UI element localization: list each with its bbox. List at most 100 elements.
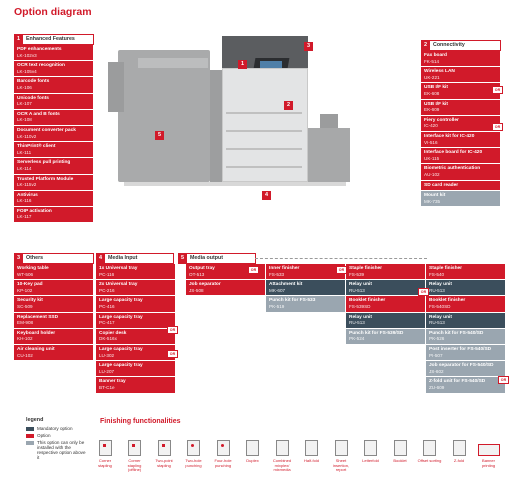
- option-name: Replacement SSD: [17, 314, 59, 320]
- finishing-label: Two-hole punching: [185, 458, 202, 468]
- option-code: FS-540: [429, 271, 445, 277]
- option-code: LK-116: [17, 198, 32, 204]
- option-code: FK-514: [424, 58, 440, 64]
- finishing-item: Two-hole punching: [181, 440, 207, 468]
- option-name: ThinPrint® client: [17, 144, 56, 150]
- option-name: Relay unit: [429, 282, 452, 288]
- option-name: FOIP activation: [17, 208, 52, 214]
- option-code: VI-516: [424, 139, 438, 145]
- main-body-shape: [222, 68, 308, 182]
- connectivity-header: 2 Connectivity: [421, 40, 501, 51]
- option-code: PK-519: [269, 303, 285, 309]
- finishing-item: Half-fold: [299, 440, 325, 464]
- finishing-label: Banner printing: [481, 458, 496, 468]
- option-code: RU-513: [349, 320, 365, 326]
- legend-title: legend: [26, 417, 44, 423]
- legend-row: Option: [26, 433, 86, 438]
- option-name: Inner finisher: [269, 266, 300, 271]
- finishing-label: Two-point stapling: [155, 458, 173, 468]
- output-connector-line: [255, 258, 427, 259]
- finishing-item: Sheet insertion, report: [328, 440, 354, 473]
- or-badge: OR: [167, 326, 178, 334]
- option-name: Trusted Platform Module: [17, 176, 74, 182]
- option-code: LU-302: [99, 352, 115, 358]
- option-code: PI-507: [429, 352, 443, 358]
- or-badge: OR: [248, 266, 259, 274]
- four-hole-punch-icon: [216, 440, 230, 456]
- option-name: Wireless LAN: [424, 69, 455, 75]
- option-code: IC-420: [424, 123, 438, 129]
- tray-line-shape: [226, 112, 302, 114]
- option-code: PC-116: [99, 271, 115, 277]
- option-name: Unicode fonts: [17, 95, 49, 101]
- option-code: FS-539: [349, 271, 365, 277]
- finishing-item: Corner stapling: [92, 440, 118, 468]
- others-header: 3 Others: [14, 253, 94, 264]
- option-code: RU-513: [349, 287, 365, 293]
- option-name: Fiery controller: [424, 117, 459, 123]
- finishing-item: Two-point stapling: [151, 440, 177, 468]
- legend-swatch: [26, 441, 34, 445]
- or-badge: OR: [498, 376, 509, 384]
- tray-line-shape: [226, 130, 302, 132]
- option-name: USB I/F kit: [424, 101, 448, 107]
- media-input-num: 4: [96, 254, 105, 263]
- option-code: RU-513: [429, 320, 445, 326]
- finishing-item: Corner stapling (offline): [122, 440, 148, 473]
- option-name: Staple finisher: [349, 266, 383, 271]
- half-fold-icon: [305, 440, 318, 456]
- legend-row: This option can only be installed with t…: [26, 440, 86, 460]
- option-code: LK-115v2: [17, 182, 37, 188]
- option-code: RU-513: [429, 287, 445, 293]
- finishing-item: Combined mixplex/ mixmedia: [269, 440, 295, 473]
- or-badge: OR: [336, 266, 347, 274]
- or-badge: OR: [492, 123, 503, 131]
- legend-swatch: [26, 434, 34, 438]
- finishing-item: Banner printing: [476, 440, 502, 468]
- option-code: OT-513: [189, 271, 205, 277]
- z-fold-icon: [452, 440, 466, 456]
- option-code: LK-108: [17, 117, 32, 123]
- option-name: Z-fold unit for FS-540/SD: [429, 379, 486, 385]
- option-name: Large capacity tray: [99, 298, 143, 304]
- finishing-label: Booklet: [393, 458, 407, 463]
- option-code: FS-539SD: [349, 303, 371, 309]
- option-name: Output tray: [189, 266, 215, 271]
- banner-icon: [477, 444, 500, 456]
- option-name: Fax board: [424, 53, 447, 58]
- option-name: Booklet finisher: [349, 298, 386, 304]
- legend-swatch: [26, 427, 34, 431]
- option-code: BT-C1e: [99, 384, 115, 390]
- finishing-label: Letterfold: [362, 458, 379, 463]
- option-name: USB I/F kit: [424, 85, 448, 91]
- finishing-item: Letterfold: [358, 440, 384, 464]
- option-code: EM-908: [17, 320, 34, 326]
- finishing-label: Sheet insertion, report: [332, 458, 350, 473]
